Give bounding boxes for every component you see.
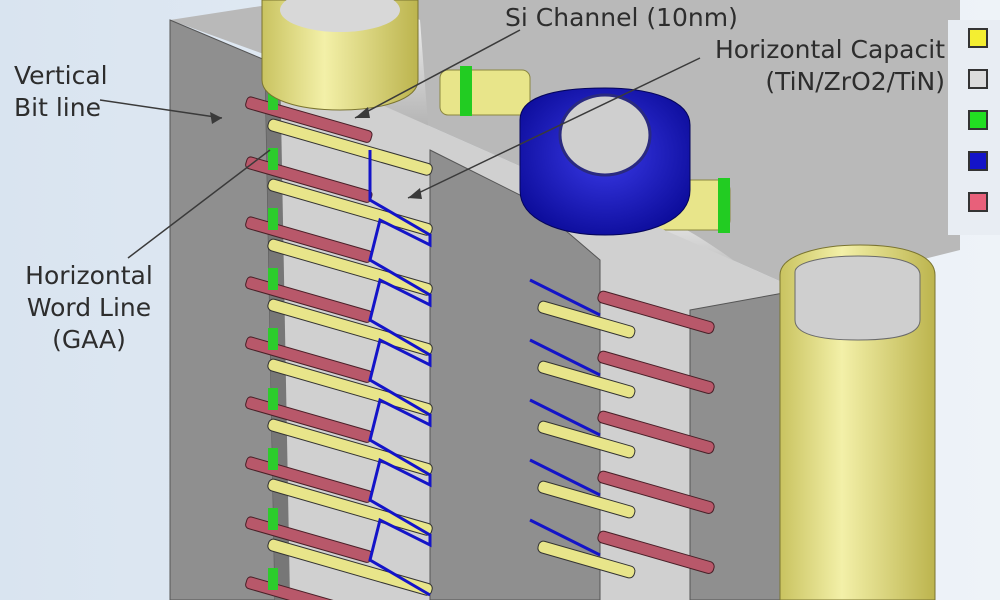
pointer-wordline	[127, 149, 271, 259]
top-rail-2-green	[718, 178, 730, 233]
label-line: Word Line	[26, 293, 152, 322]
pointer-capacitor	[407, 57, 701, 199]
label-line: Bit line	[14, 93, 101, 122]
label-line: Vertical	[14, 61, 108, 90]
legend-blue-square	[968, 151, 988, 171]
blue-capacitor-cylinder	[519, 87, 691, 236]
label-line: (GAA)	[52, 325, 126, 354]
label-line: Si Channel (10nm)	[505, 3, 738, 32]
legend	[948, 20, 1000, 235]
label-vertical-bit-line: Vertical Bit line	[14, 60, 108, 124]
si-channels-left	[268, 88, 278, 590]
capacitor-fins-left	[267, 118, 433, 596]
pillar-right	[779, 244, 936, 600]
capacitor-liner-middle	[368, 150, 601, 597]
label-horizontal-capacitor: Horizontal Capacit (TiN/ZrO2/TiN)	[705, 34, 945, 98]
capacitor-fins-right	[537, 290, 715, 579]
legend-yellow-square	[968, 28, 988, 48]
label-horizontal-word-line: Horizontal Word Line (GAA)	[14, 260, 164, 356]
label-line: Horizontal Capacit	[714, 35, 945, 64]
legend-green-square	[968, 110, 988, 130]
label-si-channel: Si Channel (10nm)	[505, 2, 738, 34]
label-line: Horizontal	[25, 261, 153, 290]
pointer-lines	[99, 29, 701, 259]
pointer-channel	[354, 29, 521, 119]
legend-pink-square	[968, 192, 988, 212]
top-rail-1-green	[460, 66, 472, 116]
legend-light-gray-square	[968, 69, 988, 89]
pillar-top-left	[261, 0, 419, 111]
label-line: (TiN/ZrO2/TiN)	[765, 67, 945, 96]
top-rail-1	[439, 69, 531, 116]
pointer-bitline	[99, 99, 223, 119]
